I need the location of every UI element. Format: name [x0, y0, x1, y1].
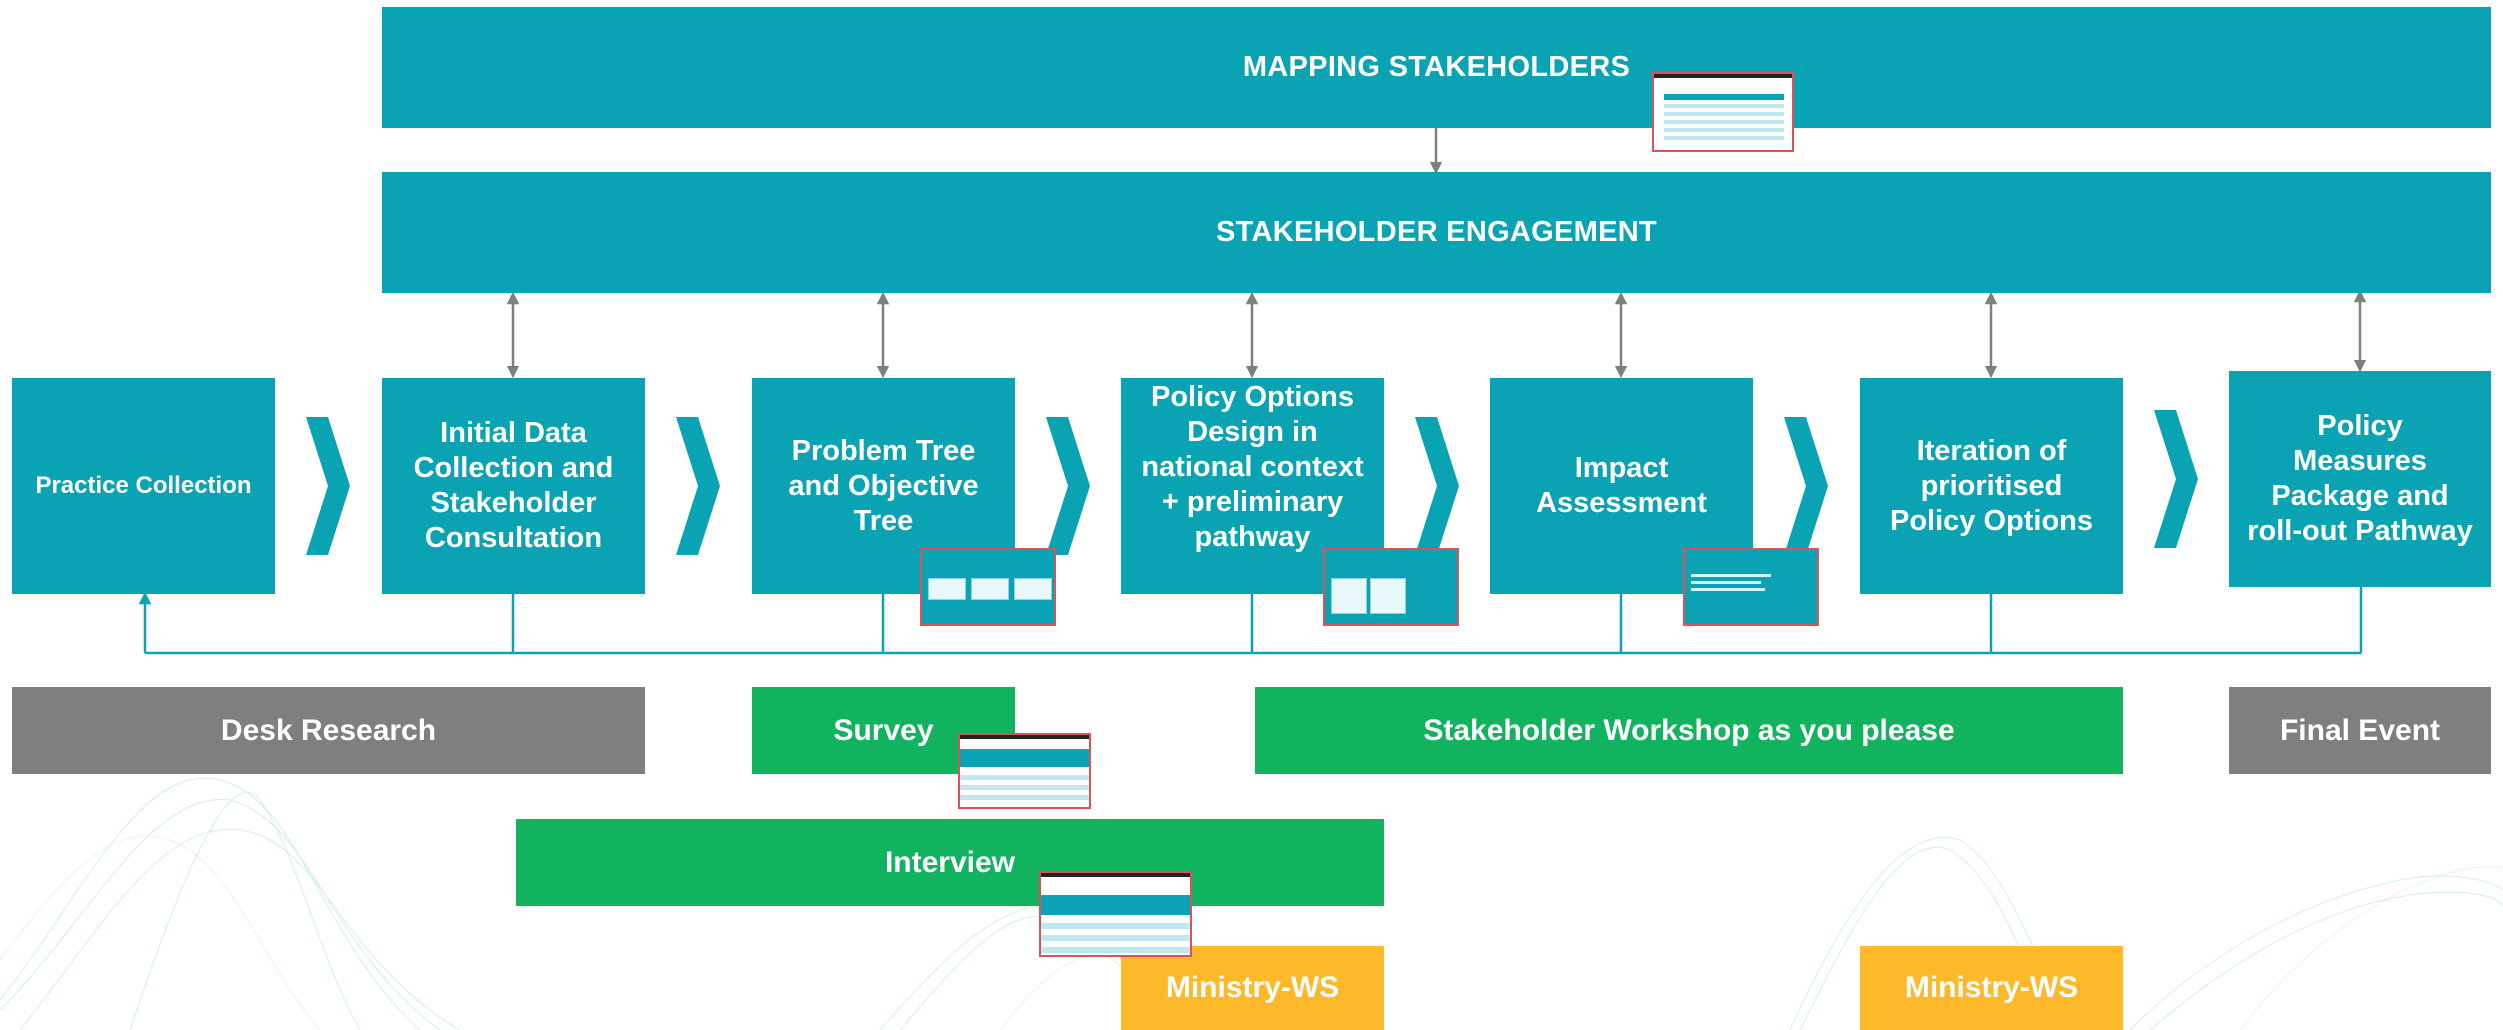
- chevron-icon: [1784, 417, 1828, 555]
- desk-research-bar: Desk Research: [12, 687, 645, 774]
- chevron-icon: [2154, 410, 2198, 548]
- policy-options-thumbnail[interactable]: [1323, 548, 1459, 626]
- final-event-label: Final Event: [2279, 713, 2441, 747]
- stakeholder-workshop-bar: Stakeholder Workshop as you please: [1255, 687, 2123, 774]
- chevron-icon: [676, 417, 720, 555]
- chevron-icon: [1046, 417, 1090, 555]
- step-practice-collection: Practice Collection: [12, 378, 275, 594]
- step-label: Practice Collection: [35, 472, 252, 499]
- desk-research-label: Desk Research: [220, 713, 437, 747]
- step-iteration-policy-options: Iteration of prioritised Policy Options: [1860, 378, 2123, 594]
- final-event-bar: Final Event: [2229, 687, 2491, 774]
- stakeholder-engagement-banner: STAKEHOLDER ENGAGEMENT: [382, 172, 2491, 293]
- interview-bar: Interview: [516, 819, 1384, 906]
- step-label: Policy Measures Package and roll-out Pat…: [2247, 410, 2473, 547]
- survey-thumbnail[interactable]: [958, 733, 1091, 809]
- survey-label: Survey: [833, 713, 934, 747]
- feedback-loop-line: [138, 587, 2363, 655]
- ministry-ws-bar-2: Ministry-WS: [1860, 946, 2123, 1030]
- step-label: Initial Data Collection and Stakeholder …: [413, 417, 614, 554]
- mapping-stakeholders-label: MAPPING STAKEHOLDERS: [1242, 51, 1631, 83]
- stakeholder-map-thumbnail[interactable]: [1652, 72, 1794, 152]
- stakeholder-workshop-label: Stakeholder Workshop as you please: [1423, 713, 1955, 747]
- mapping-stakeholders-banner: MAPPING STAKEHOLDERS: [382, 7, 2491, 128]
- ministry-ws-label: Ministry-WS: [1904, 971, 2079, 1004]
- impact-assessment-thumbnail[interactable]: [1683, 548, 1819, 626]
- step-label: Policy Options Design in national contex…: [1141, 381, 1364, 553]
- ministry-ws-label: Ministry-WS: [1165, 971, 1340, 1004]
- chevron-icon: [1415, 417, 1459, 555]
- step-impact-assessment: Impact Assessment: [1490, 378, 1753, 594]
- stakeholder-engagement-label: STAKEHOLDER ENGAGEMENT: [1215, 216, 1658, 248]
- interview-thumbnail[interactable]: [1039, 871, 1192, 957]
- step-label: Impact Assessment: [1536, 452, 1707, 519]
- problem-tree-thumbnail[interactable]: [920, 548, 1056, 626]
- ministry-ws-bar-1: Ministry-WS: [1121, 946, 1384, 1030]
- step-policy-measures-package: Policy Measures Package and roll-out Pat…: [2229, 371, 2491, 587]
- step-initial-data-collection: Initial Data Collection and Stakeholder …: [382, 378, 645, 594]
- interview-label: Interview: [884, 845, 1016, 879]
- step-label: Problem Tree and Objective Tree: [788, 434, 979, 537]
- chevron-icon: [306, 417, 350, 555]
- step-label: Iteration of prioritised Policy Options: [1889, 434, 2094, 537]
